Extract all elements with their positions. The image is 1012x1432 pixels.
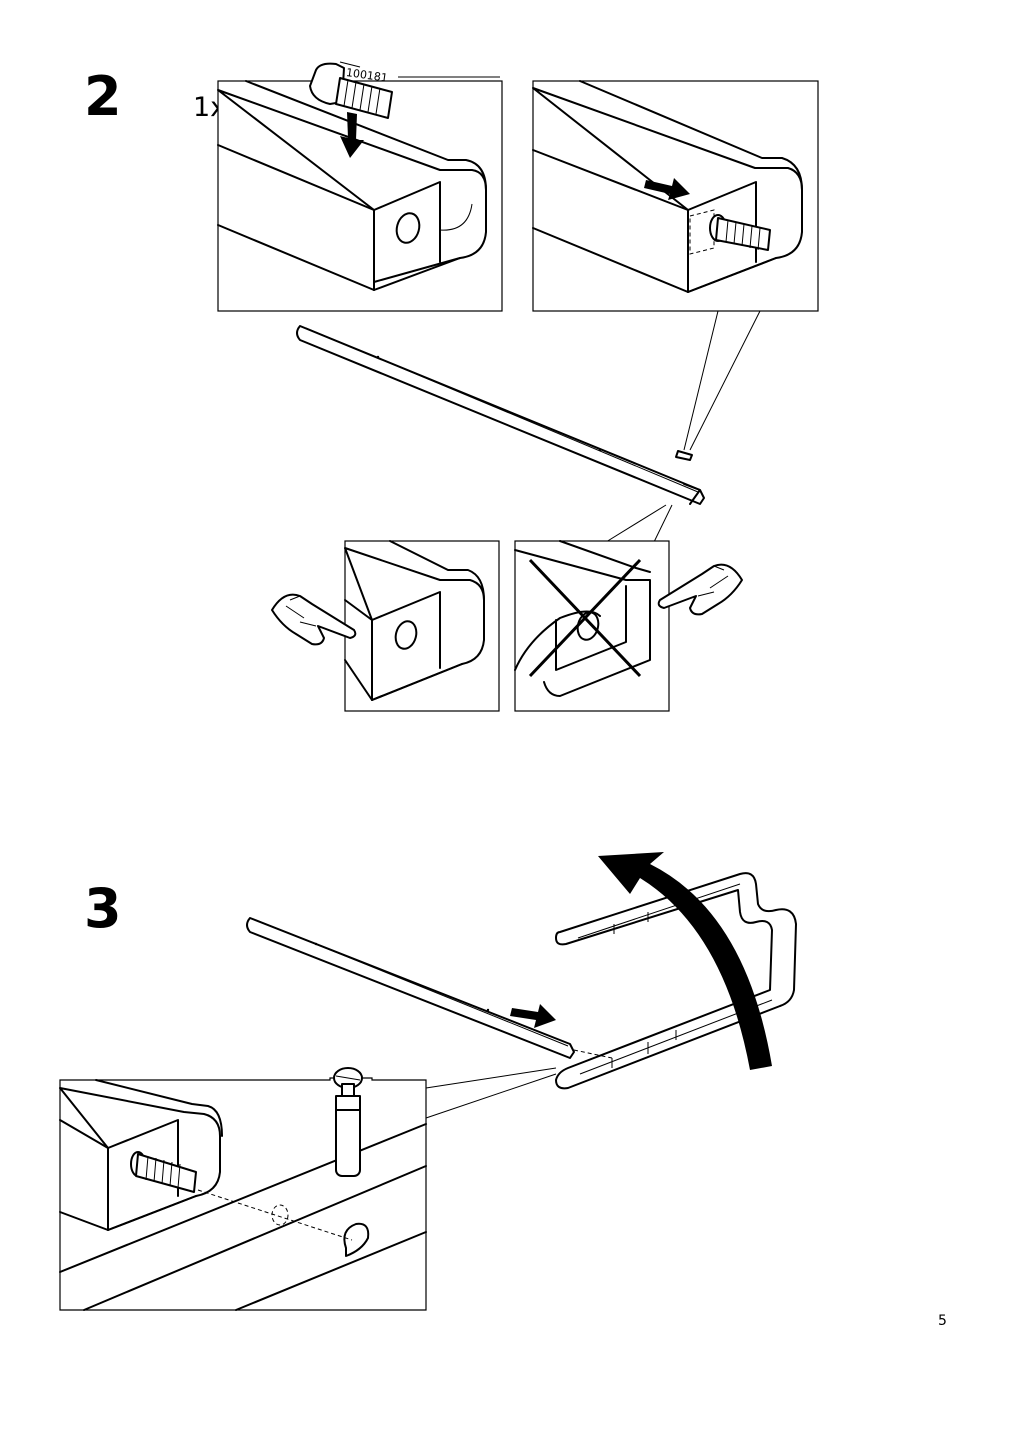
step3-detail-connection — [59, 1067, 427, 1311]
step2-correct-orientation — [271, 540, 500, 712]
step3-long-rail — [246, 917, 613, 1059]
step2-detail-slide-screw — [532, 80, 819, 451]
step2-detail-insert-screw — [217, 61, 503, 312]
step-3-number: 3 — [84, 877, 122, 940]
cam-pin-icon — [333, 1067, 363, 1177]
bolt-icon — [709, 214, 771, 251]
pointing-hand-icon — [271, 593, 357, 646]
page-number: 5 — [938, 1313, 947, 1329]
pointing-hand-icon — [657, 563, 743, 616]
rotate-arrow-icon — [598, 852, 772, 1070]
step3-bed-frame — [555, 852, 797, 1090]
bolt-icon — [309, 62, 393, 119]
step-2-number: 2 — [84, 65, 122, 128]
step2-incorrect-orientation — [514, 540, 743, 712]
step2-long-rail — [296, 325, 705, 505]
bolt-icon — [130, 1151, 197, 1193]
